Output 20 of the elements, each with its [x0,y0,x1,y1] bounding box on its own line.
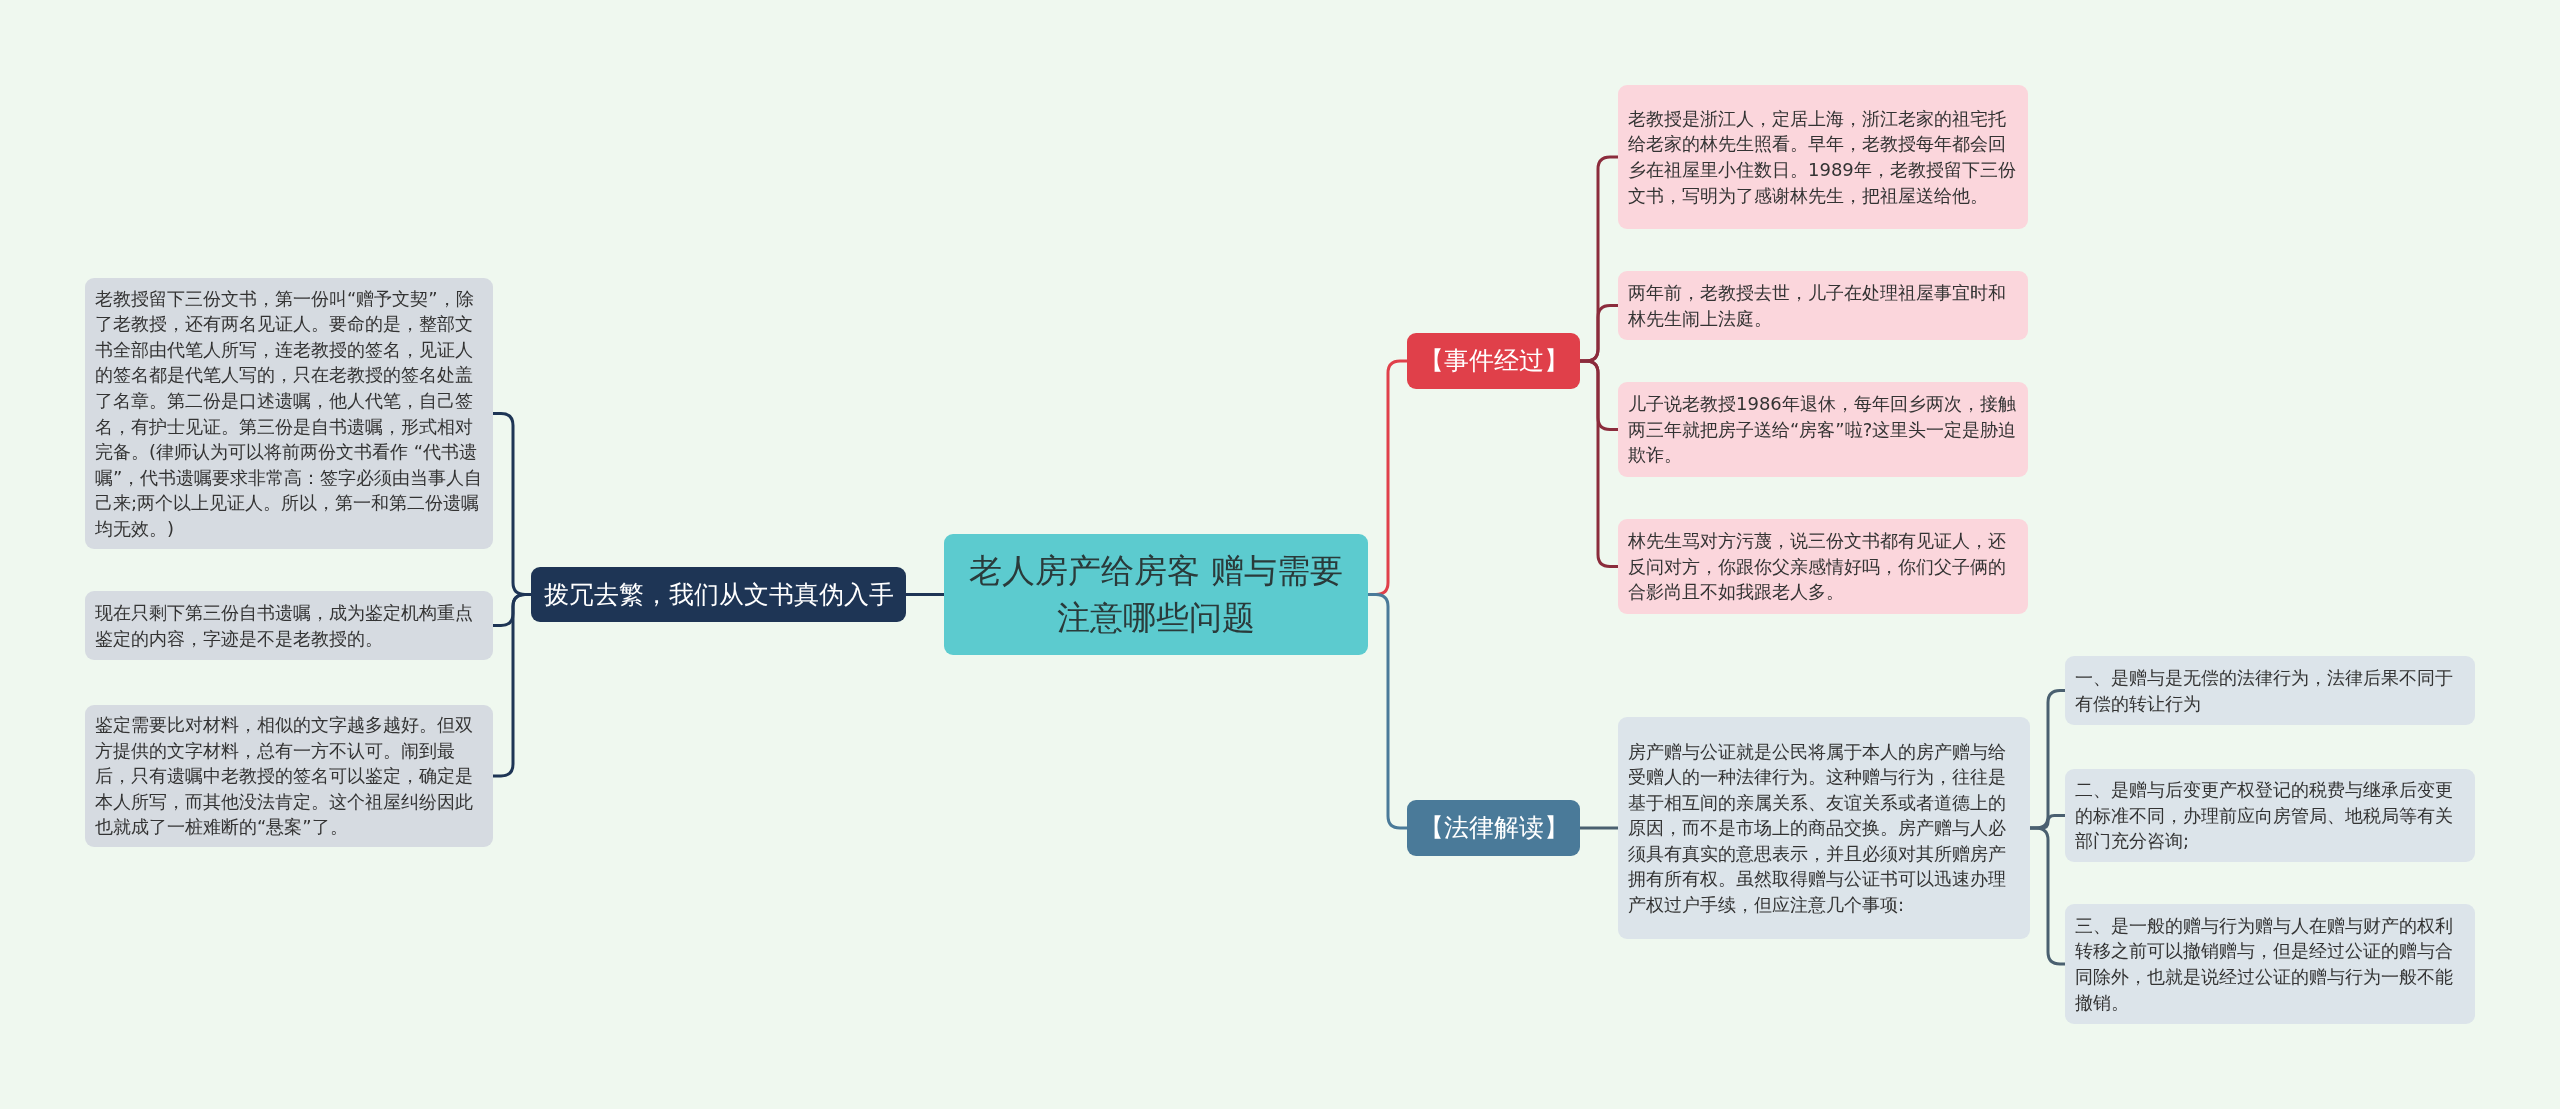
text-card: 三、是一般的赠与行为赠与人在赠与财产的权利转移之前可以撤销赠与，但是经过公证的赠与合同除外，也就是说经过公证的赠与行为一般不能撤销。 [2065,904,2475,1024]
connector-line [1368,593,1407,830]
text-card: 现在只剩下第三份自书遗嘱，成为鉴定机构重点鉴定的内容，字迹是不是老教授的。 [85,591,493,660]
text-card: 老教授留下三份文书，第一份叫“赠予文契”，除了老教授，还有两名见证人。要命的是，整部文书全部由代笔人所写，连老教授的签名，见证人的签名都是代笔人写的，只在老教授的签名处盖了名章。第二份是口述遗嘱，他人代笔，自己签名，有护士见证。第三份是自书遗嘱，形式相对完备。(律师认为可以将前两份文书看作 “代书遗嘱”，代书遗嘱要求非常高：签字必须由当事人自己来;两个以上见证人。所以，第一和第二份遗嘱均无效。) [85,278,493,549]
text-card: 老教授是浙江人，定居上海，浙江老家的祖宅托给老家的林先生照看。早年，老教授每年都会回乡在祖屋里小住数日。1989年，老教授留下三份文书，写明为了感谢林先生，把祖屋送给他。 [1618,85,2028,229]
central-topic: 老人房产给房客 赠与需要注意哪些问题 [944,534,1368,655]
connector-line [1580,826,1618,830]
connector-line [1580,359,1618,568]
connector-line [906,593,944,596]
text-card: 一、是赠与是无偿的法律行为，法律后果不同于有偿的转让行为 [2065,656,2475,725]
branch-topic: 【事件经过】 [1407,333,1580,389]
branch-topic: 【法律解读】 [1407,800,1580,856]
connector-line [493,593,531,778]
text-card: 鉴定需要比对材料，相似的文字越多越好。但双方提供的文字材料，总有一方不认可。闹到最后，只有遗嘱中老教授的签名可以鉴定，确定是本人所写，而其他没法肯定。这个祖屋纠纷因此也就成了一桩难断的“悬案”了。 [85,705,493,847]
text-card: 两年前，老教授去世，儿子在处理祖屋事宜时和林先生闹上法庭。 [1618,271,2028,340]
text-card: 儿子说老教授1986年退休，每年回乡两次，接触两三年就把房子送给“房客”啦?这里头一定是胁迫欺诈。 [1618,382,2028,477]
text-card: 二、是赠与后变更产权登记的税费与继承后变更的标准不同，办理前应向房管局、地税局等有关部门充分咨询; [2065,769,2475,862]
text-card: 房产赠与公证就是公民将属于本人的房产赠与给受赠人的一种法律行为。这种赠与行为，往往是基于相互间的亲属关系、友谊关系或者道德上的原因，而不是市场上的商品交换。房产赠与人必须具有真实的意思表示，并且必须对其所赠房产拥有所有权。虽然取得赠与公证书可以迅速办理产权过户手续，但应注意几个事项: [1618,717,2030,939]
text-card: 林先生骂对方污蔑，说三份文书都有见证人，还反问对方，你跟你父亲感情好吗，你们父子俩的合影尚且不如我跟老人多。 [1618,519,2028,614]
branch-topic: 拨冗去繁，我们从文书真伪入手 [531,567,906,622]
